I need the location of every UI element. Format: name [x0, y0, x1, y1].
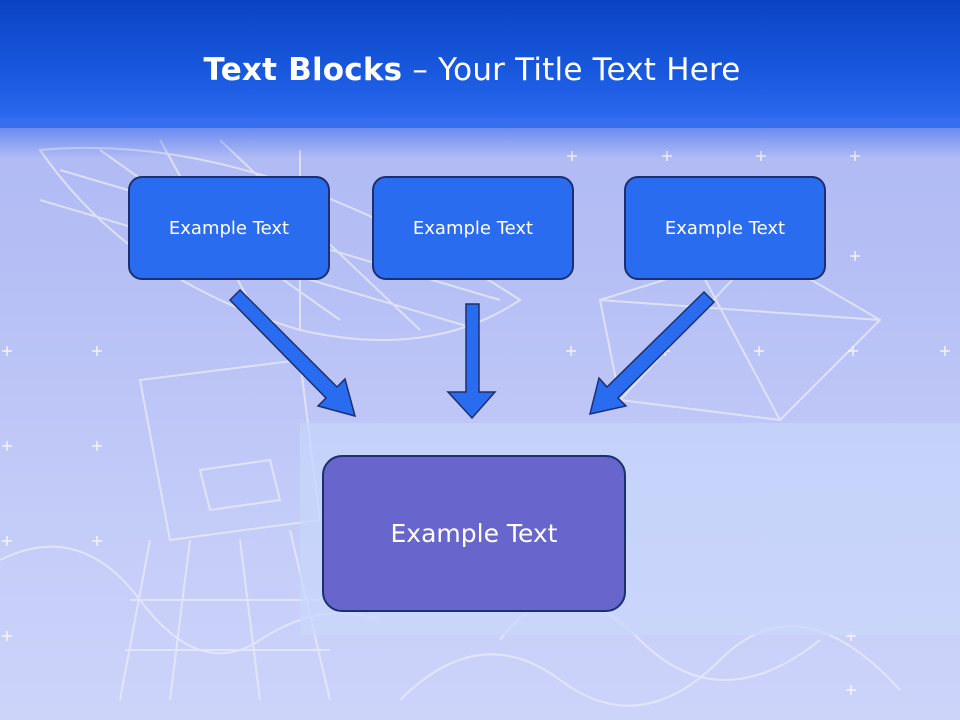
page-title: Text Blocks – Your Title Text Here	[0, 52, 944, 88]
text-block-3[interactable]: Example Text	[624, 176, 826, 280]
title-bar	[0, 0, 960, 128]
down-arrow-icon	[446, 303, 497, 420]
center-text-block[interactable]: Example Text	[322, 455, 626, 612]
down-arrow-icon	[588, 290, 716, 415]
title-rest: – Your Title Text Here	[402, 52, 741, 88]
text-block-2[interactable]: Example Text	[372, 176, 574, 280]
down-arrow-icon	[228, 288, 357, 418]
title-bold: Text Blocks	[203, 52, 403, 88]
text-block-1[interactable]: Example Text	[128, 176, 330, 280]
title-bar-fade	[0, 118, 960, 158]
